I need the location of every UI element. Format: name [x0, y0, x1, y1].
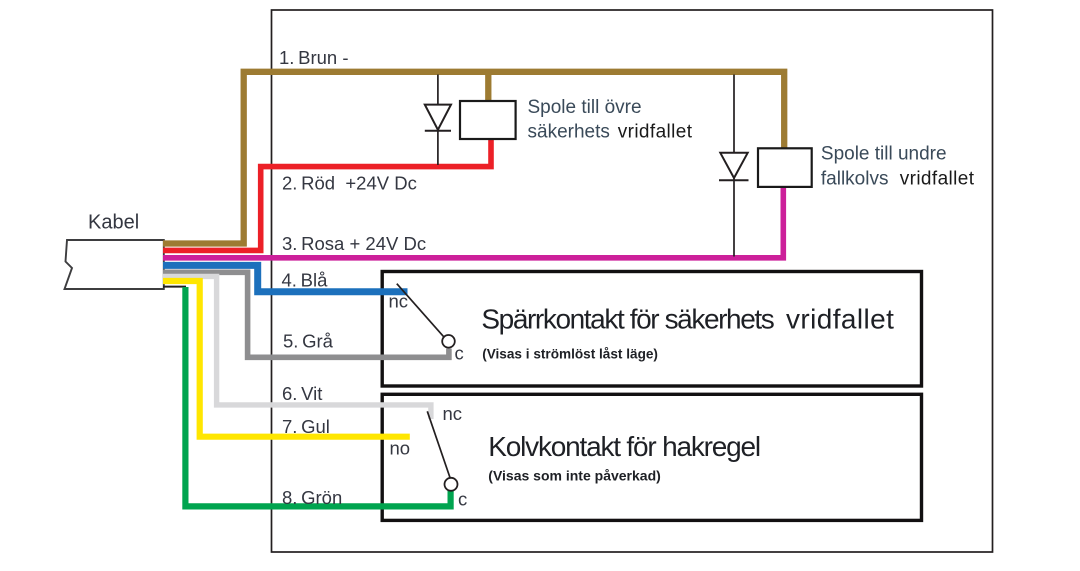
- svg-text:nc: nc: [389, 291, 409, 312]
- svg-text:(Visas som inte påverkad): (Visas som inte påverkad): [488, 468, 660, 484]
- svg-text:4. Blå: 4. Blå: [282, 270, 329, 291]
- svg-text:1. Brun -: 1. Brun -: [279, 47, 349, 68]
- svg-text:nc: nc: [443, 403, 463, 424]
- svg-text:2. Röd +24V Dc: 2. Röd +24V Dc: [282, 173, 417, 194]
- svg-text:5. Grå: 5. Grå: [283, 331, 334, 352]
- svg-text:Kolvkontakt för hakregel: Kolvkontakt för hakregel: [488, 431, 760, 462]
- svg-text:Kabel: Kabel: [88, 212, 139, 234]
- svg-text:Spole till undre: Spole till undre: [821, 143, 947, 164]
- svg-text:7. Gul: 7. Gul: [282, 416, 330, 437]
- svg-text:8. Grön: 8. Grön: [282, 487, 342, 508]
- svg-text:no: no: [390, 438, 411, 459]
- svg-text:c: c: [458, 489, 467, 510]
- svg-text:Spole till övre: Spole till övre: [528, 97, 642, 118]
- svg-text:c: c: [455, 343, 464, 364]
- svg-text:3. Rosa + 24V Dc: 3. Rosa + 24V Dc: [282, 233, 426, 254]
- svg-text:6. Vit: 6. Vit: [282, 383, 322, 404]
- svg-text:(Visas i strömlöst låst läge): (Visas i strömlöst låst läge): [482, 347, 658, 362]
